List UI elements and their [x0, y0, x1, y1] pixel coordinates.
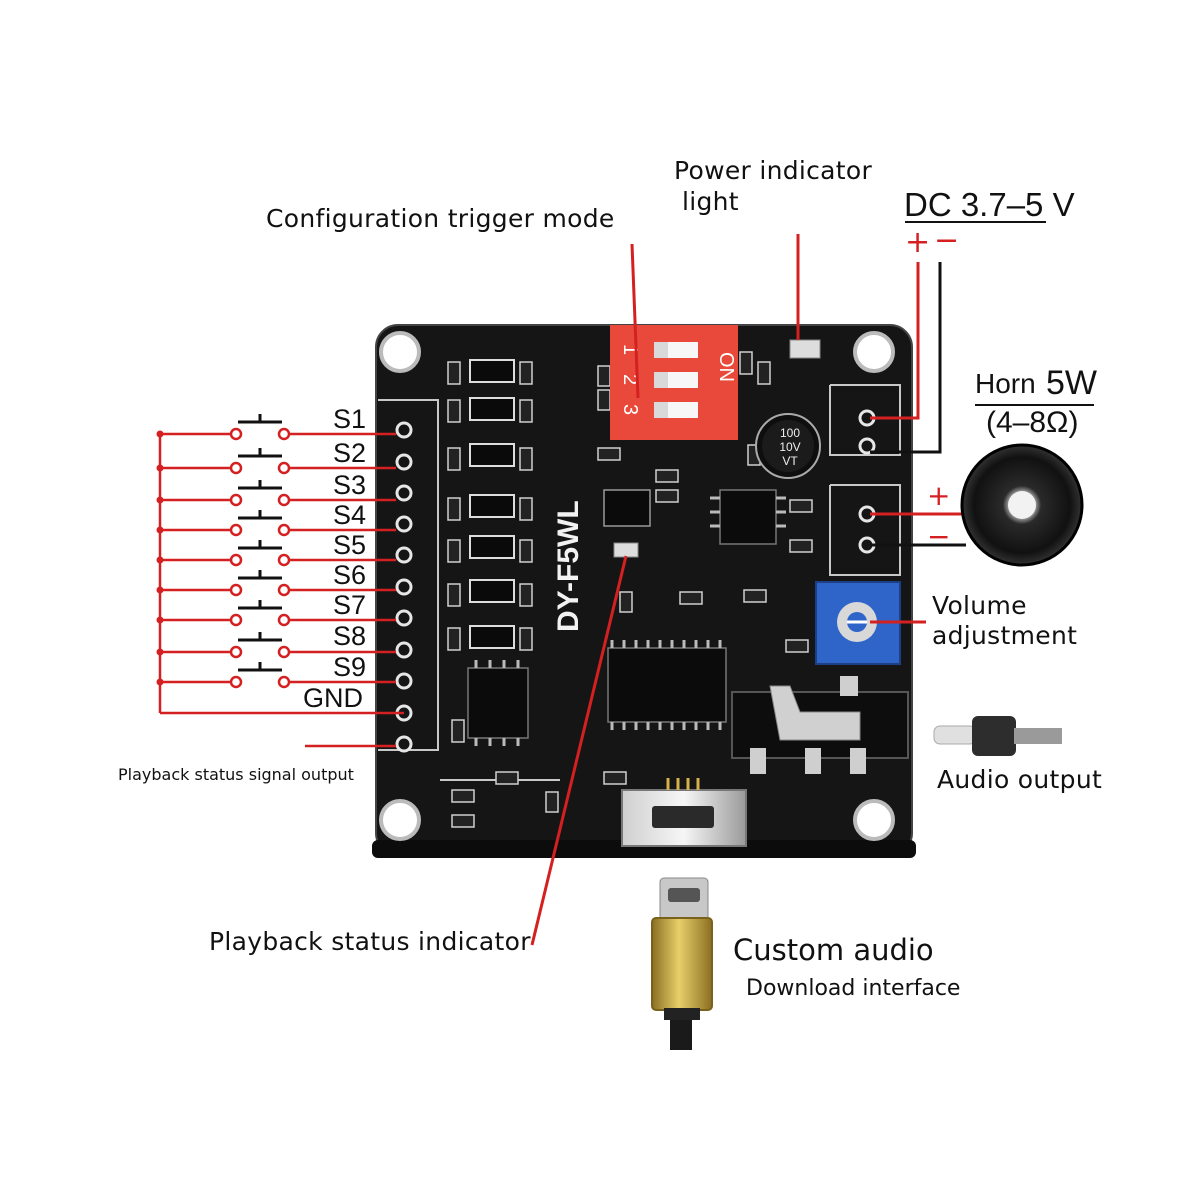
push-buttons: [229, 414, 291, 689]
horn-impedance: (4–8Ω): [986, 406, 1079, 439]
pin-label-s8: S8: [333, 621, 367, 651]
switch-junctions: [156, 430, 164, 686]
horn-wattage: 5W: [1046, 364, 1097, 402]
capacitor-text-1: 100: [780, 426, 800, 440]
speaker-plus-sign: +: [927, 479, 951, 512]
power-indicator-label-line1: Power indicator: [674, 156, 873, 185]
pin-label-s4: S4: [333, 500, 367, 530]
speaker-icon: [960, 443, 1084, 567]
playback-led: [613, 542, 639, 558]
callout-lines: [530, 234, 926, 946]
audio-output-label: Audio output: [937, 765, 1103, 794]
header-pads: [395, 421, 413, 753]
dip-on-label: ON: [715, 352, 737, 382]
pin-label-s5: S5: [333, 530, 367, 560]
mounting-holes: [379, 331, 895, 841]
power-wires: [870, 221, 1046, 454]
power-led: [789, 339, 821, 359]
diode-column: [469, 359, 515, 649]
horn-label: Horn: [975, 368, 1036, 399]
volume-label-line2: adjustment: [932, 621, 1078, 650]
capacitor-text-2: 10V: [779, 440, 800, 454]
switch-wiring: [158, 432, 404, 748]
electrolytic-capacitor: 100 10V VT: [755, 413, 821, 479]
smd-resistors: [447, 351, 813, 828]
audio-jack: [731, 676, 909, 774]
pin-label-s3: S3: [333, 470, 367, 500]
dc-minus-sign: −: [934, 223, 960, 258]
volume-label-line1: Volume: [932, 591, 1027, 620]
usb-cable-icon: [651, 877, 713, 1050]
micro-usb-port: [621, 778, 747, 847]
speaker-minus-sign: −: [927, 520, 951, 553]
config-trigger-mode-label: Configuration trigger mode: [266, 204, 615, 233]
dc-plus-sign: +: [905, 225, 931, 260]
pin-label-s2: S2: [333, 438, 367, 468]
pcb-board: ON 1 2 3 100 10V VT DY-F5WL: [372, 324, 916, 858]
dip-switch: ON 1 2 3: [610, 325, 738, 440]
model-label: DY-F5WL: [552, 500, 585, 632]
pin-label-s6: S6: [333, 560, 367, 590]
pin-label-gnd: GND: [303, 683, 363, 713]
pin-label-s7: S7: [333, 590, 367, 620]
dip-number-3: 3: [619, 404, 641, 415]
ic-chips: [467, 489, 786, 746]
capacitor-text-3: VT: [782, 454, 798, 468]
pin-label-s9: S9: [333, 652, 367, 682]
download-interface-label: Download interface: [746, 976, 961, 1001]
power-indicator-label-line2: light: [682, 187, 739, 216]
dc-voltage-label: DC 3.7–5 V: [904, 186, 1075, 223]
audio-plug-icon: [933, 716, 1062, 756]
dip-number-1: 1: [619, 344, 641, 355]
playback-signal-output-label: Playback status signal output: [118, 765, 354, 784]
pin-label-s1: S1: [333, 404, 367, 434]
custom-audio-label: Custom audio: [733, 933, 934, 967]
playback-status-indicator-label: Playback status indicator: [209, 927, 531, 956]
dip-number-2: 2: [619, 374, 641, 385]
speaker-wires: [870, 404, 1094, 547]
